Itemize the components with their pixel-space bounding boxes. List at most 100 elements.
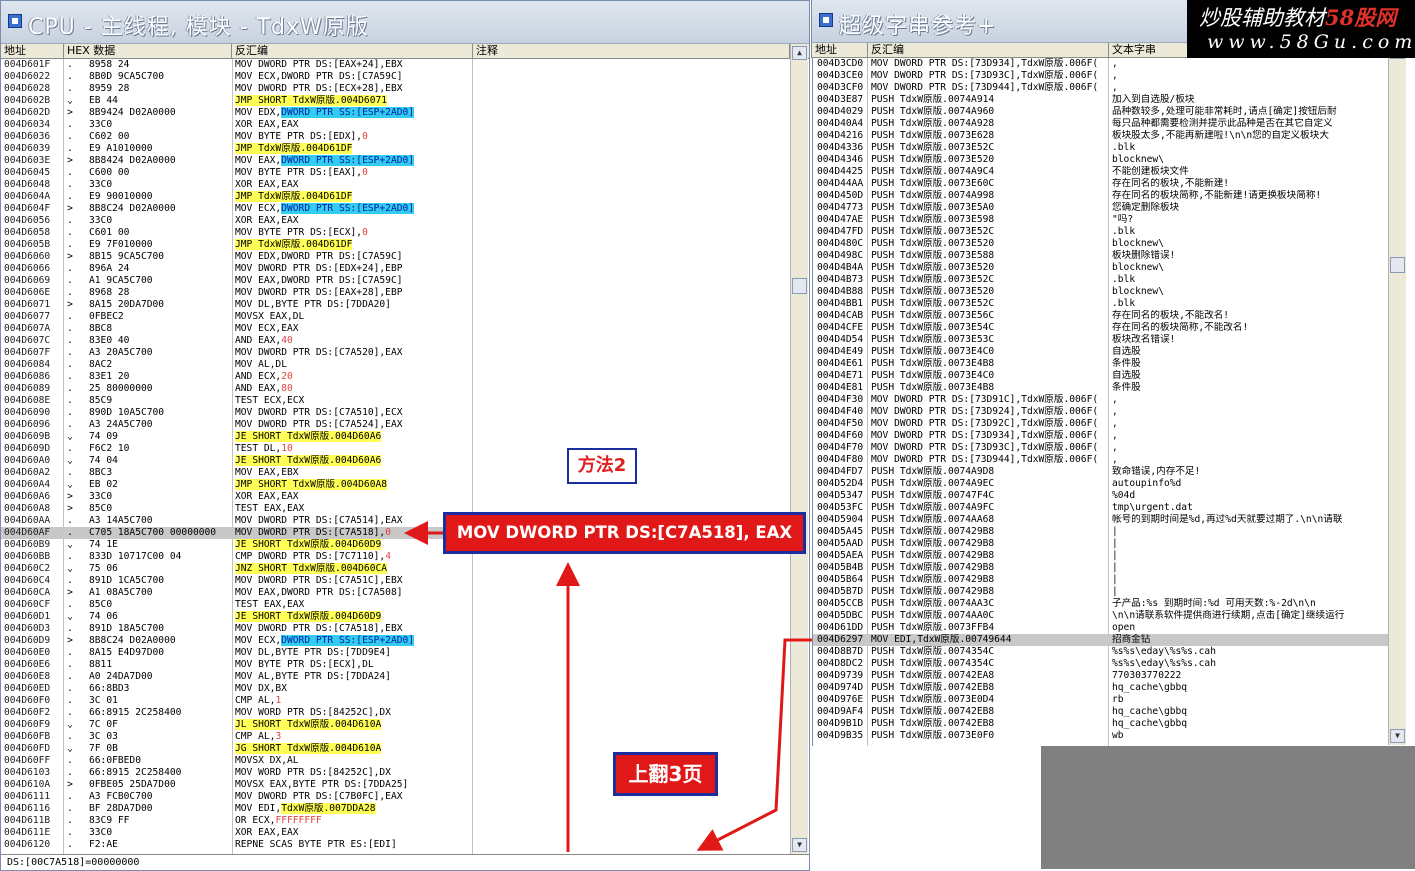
- col-disasm[interactable]: 反汇编: [232, 44, 473, 58]
- cpu-window[interactable]: CPU - 主线程, 模块 - TdxW原版 地址 HEX 数据 反汇编 注释 …: [0, 0, 810, 871]
- col-hex[interactable]: HEX 数据: [64, 44, 232, 58]
- cpu-titlebar[interactable]: CPU - 主线程, 模块 - TdxW原版: [1, 1, 809, 44]
- col-addr[interactable]: 地址: [1, 44, 64, 58]
- col-addr[interactable]: 地址: [812, 43, 868, 57]
- scroll-up-icon[interactable]: ▲: [792, 46, 807, 60]
- scroll-thumb[interactable]: [1390, 257, 1405, 273]
- scroll-thumb[interactable]: [792, 278, 807, 294]
- cpu-scrollbar[interactable]: ▲ ▼: [790, 44, 808, 854]
- scroll-down-icon[interactable]: ▼: [1390, 729, 1405, 743]
- col-disasm[interactable]: 反汇编: [868, 43, 1109, 57]
